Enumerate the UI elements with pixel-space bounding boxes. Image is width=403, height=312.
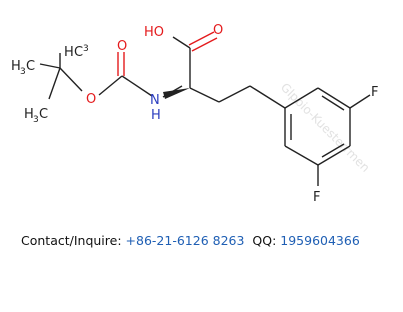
qq-number: 1959604366 [280, 233, 360, 248]
methyl-left-label: H 3 C [11, 59, 35, 77]
boc-carbonyl-oxygen-label: O [117, 39, 127, 54]
bond-tbu-o [59, 67, 83, 92]
fluorine-right-label: F [371, 85, 378, 100]
contact-line: Contact/Inquire: +86-21-6126 8263 QQ: 19… [21, 233, 360, 248]
methyl-left-c: C [26, 59, 35, 74]
bond-c-f-right [349, 94, 371, 109]
bond-carbonyl-n [121, 75, 153, 97]
methyl-top-h: H [64, 45, 74, 60]
methyl-bottom-sub: 3 [33, 115, 39, 125]
fluorine-bottom-label: F [313, 190, 320, 205]
methyl-top-label: H C 3 [64, 44, 89, 60]
bond-alpha-ch2 [189, 87, 220, 103]
methyl-top-sub: 3 [83, 44, 89, 54]
ring-bond-4 [317, 145, 351, 166]
methyl-left-h: H [11, 59, 21, 74]
ring-bond-2 [317, 87, 351, 109]
methyl-bottom-h: H [24, 107, 34, 122]
bond-o-carbonyl [98, 75, 123, 96]
ring-bond-1 [284, 87, 319, 109]
acid-co-double-2 [191, 37, 218, 52]
bond-acid-oh [172, 36, 191, 49]
amine-hydrogen-label: H [151, 108, 161, 123]
bond-lines [39, 36, 371, 186]
amine-nitrogen-label: N [150, 93, 160, 108]
ring-double-bond-a [321, 95, 345, 111]
ring-double-bond-b [321, 143, 345, 158]
bond-ch2-ring [249, 85, 286, 109]
contact-label: Contact/Inquire: [21, 233, 126, 248]
methyl-left-sub: 3 [20, 67, 26, 77]
bond-tbu-ch3-bottom [48, 67, 61, 100]
methyl-bottom-c: C [39, 107, 48, 122]
methyl-top-c: C [74, 45, 83, 60]
bond-ch2-ch2 [218, 85, 251, 103]
contact-phone: +86-21-6126 8263 [125, 233, 245, 248]
acid-carbonyl-oxygen-label: O [213, 23, 223, 38]
bond-tbu-ch3-left [39, 63, 61, 69]
boc-ester-oxygen-label: O [86, 92, 96, 107]
stereo-wedge-bond [163, 88, 190, 99]
acid-co-double-1 [188, 31, 215, 46]
qq-label: QQ: [252, 233, 281, 248]
ring-bond-5 [284, 145, 319, 166]
acid-hydroxyl-label: HO [144, 25, 164, 40]
oxygen-double-bonds [117, 31, 218, 76]
methyl-bottom-label: H 3 C [24, 107, 48, 125]
